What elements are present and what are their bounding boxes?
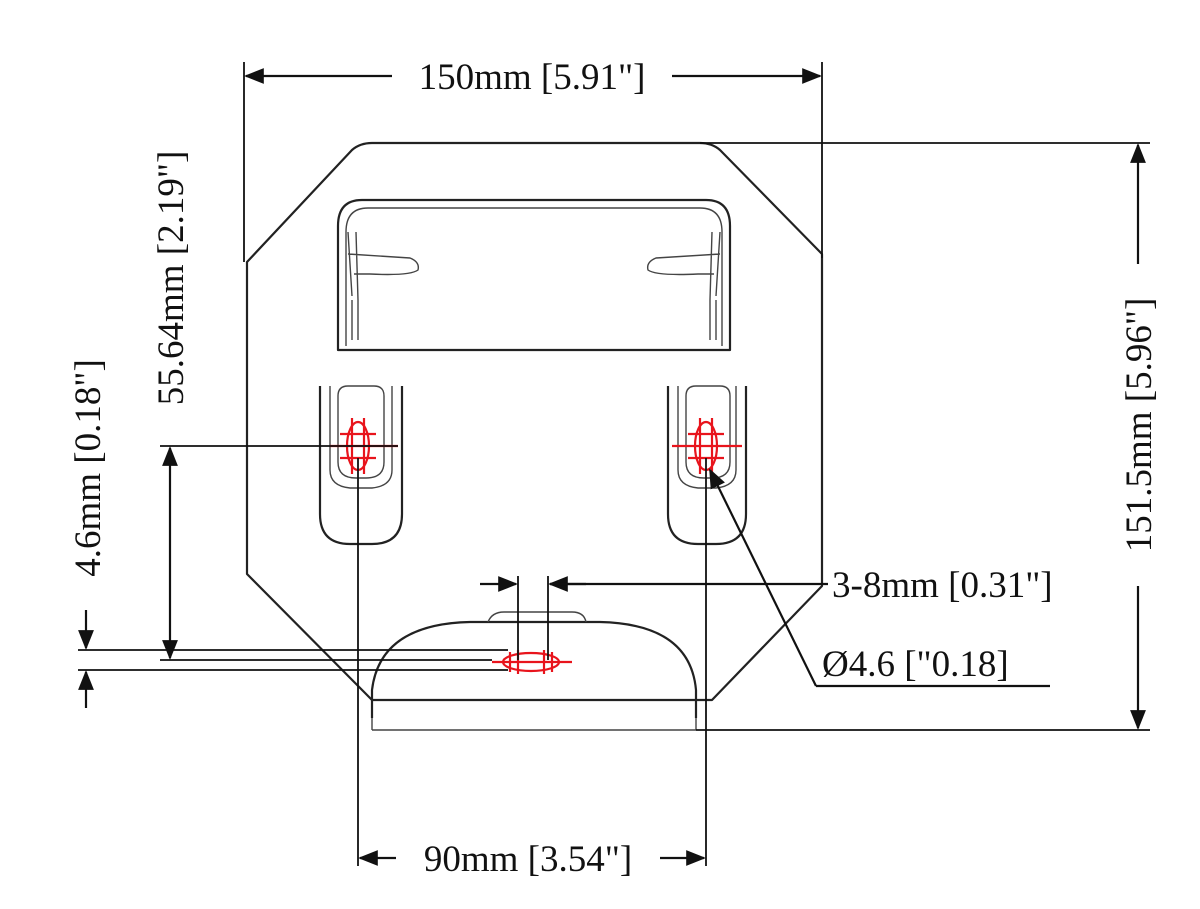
overall-height-label: 151.5mm [5.96"] [1119, 298, 1160, 553]
right-keyhole-slot [666, 385, 748, 546]
left-keyhole-slot [318, 385, 404, 546]
overall-width-dimension [243, 62, 823, 262]
right-hole-marker [672, 418, 742, 474]
lower-slot-height-dimension [78, 610, 508, 708]
hole-diameter-leader [709, 468, 1050, 688]
hole-spacing-label: 90mm [3.54"] [424, 839, 632, 880]
top-cutout [336, 198, 732, 352]
hole-spacing-dimension [357, 458, 707, 866]
upper-slot-height-label: 55.64mm [2.19"] [151, 151, 192, 406]
upper-slot-height-dimension [160, 445, 492, 661]
overall-height-dimension [696, 142, 1150, 731]
lower-slot-height-label: 4.6mm [0.18"] [68, 359, 109, 577]
slot-width-label: 3-8mm [0.31"] [832, 565, 1053, 606]
hole-diameter-label: Ø4.6 ["0.18] [822, 644, 1009, 685]
slot-width-dimension [480, 576, 828, 660]
overall-width-label: 150mm [5.91"] [419, 57, 646, 98]
